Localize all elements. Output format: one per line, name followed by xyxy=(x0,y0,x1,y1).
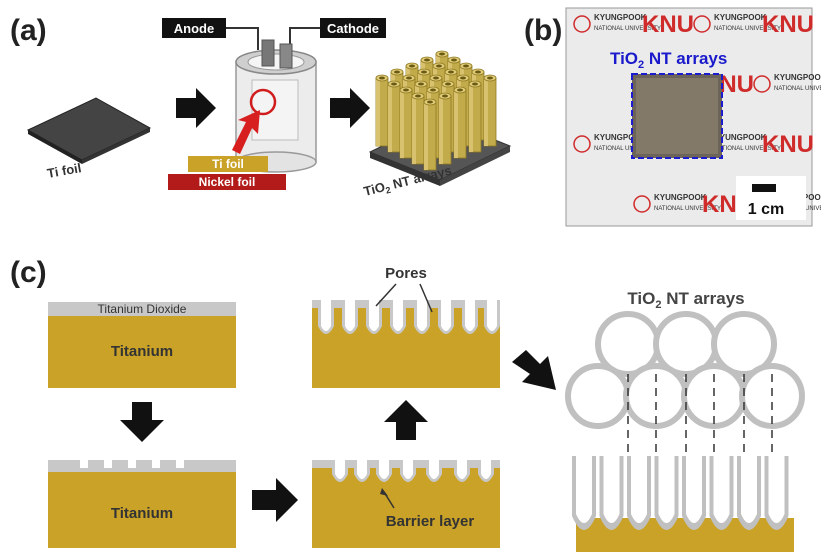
arrow-up-icon xyxy=(384,400,428,440)
knu-wordmark: KNU xyxy=(762,11,814,38)
arrow-right-icon xyxy=(330,88,370,128)
electrochemical-cell xyxy=(232,39,317,173)
university-name: KYUNGPOOK xyxy=(714,13,767,22)
oxide-layer-1 xyxy=(48,302,236,316)
cathode-label-box xyxy=(320,18,386,38)
university-name: KYUNGPOOK xyxy=(714,133,767,142)
university-name: KYUNGPOOK xyxy=(594,133,647,142)
nickel-foil-legend-bar xyxy=(168,174,286,190)
nt-arrays-illustration xyxy=(368,50,512,186)
ti-foil-label: Ti foil xyxy=(46,160,83,181)
pore xyxy=(369,299,379,331)
titanium-label-2: Titanium xyxy=(111,505,173,522)
pore xyxy=(403,459,413,479)
pore xyxy=(441,299,451,331)
nanotube-interior xyxy=(658,456,675,523)
arrow-down-icon xyxy=(120,402,164,442)
nickel-foil-legend: Nickel foil xyxy=(199,175,256,189)
nanotube-interior xyxy=(768,456,785,523)
panel-c: (c) Titanium Dioxide Titanium Titanium xyxy=(10,256,805,552)
step-4-block xyxy=(312,299,500,388)
pore xyxy=(321,299,331,331)
panel-c-label: (c) xyxy=(10,256,47,289)
red-arrow-icon xyxy=(232,110,260,154)
pore xyxy=(465,299,475,331)
titanium-block-1 xyxy=(48,316,236,388)
pore xyxy=(417,299,427,331)
university-name: KYUNGPOOK xyxy=(594,13,647,22)
nanotube-interior xyxy=(686,456,702,523)
titanium-label-1: Titanium xyxy=(111,343,173,360)
step-2-block xyxy=(48,460,236,548)
scale-box xyxy=(736,176,806,220)
panel-a: (a) Ti foil Anode Cathode xyxy=(10,14,512,199)
university-subname: NATIONAL UNIVERSITY xyxy=(594,26,661,32)
arrow-diagonal-icon xyxy=(512,350,556,390)
nanotube xyxy=(411,92,425,165)
nanotube-interior xyxy=(713,456,730,523)
cathode-label: Cathode xyxy=(327,21,379,36)
university-subname: NATIONAL UNIVERSITY xyxy=(714,146,781,152)
knu-wordmark: KNU xyxy=(642,11,694,38)
final-nt-structure xyxy=(565,311,805,552)
knu-wordmark: KNU xyxy=(762,131,814,158)
university-name: KYUNGPOOK xyxy=(774,73,821,82)
ti-foil-legend: Ti foil xyxy=(212,157,244,171)
scale-bar xyxy=(752,184,776,192)
nanotube xyxy=(453,86,467,159)
pore xyxy=(393,299,403,331)
pore xyxy=(335,459,345,479)
scale-bar-label: 1 cm xyxy=(748,201,784,218)
final-title: TiO2 NT arrays xyxy=(627,289,744,311)
sample-surface xyxy=(636,78,718,154)
arrow-right-icon xyxy=(176,88,216,128)
arrow-right-icon xyxy=(252,478,298,522)
step-3-block xyxy=(312,459,500,548)
nanotube xyxy=(399,86,413,159)
highlight-circle xyxy=(249,88,277,116)
nanotube-interior xyxy=(741,456,757,523)
nanotube xyxy=(468,80,482,153)
pore xyxy=(487,299,497,331)
university-subname: NATIONAL UNIVERSITY xyxy=(714,26,781,32)
barrier-layer-label: Barrier layer xyxy=(386,513,475,530)
pore xyxy=(345,299,355,331)
panel-a-label: (a) xyxy=(10,14,47,47)
ti-foil-illustration xyxy=(26,97,152,164)
oxide-label: Titanium Dioxide xyxy=(98,302,187,316)
university-subname: NATIONAL UNIVERSITY xyxy=(594,146,661,152)
ti-foil-legend-bar xyxy=(188,156,268,172)
panel-b-label: (b) xyxy=(524,14,562,47)
university-name: KYUNGPOOK xyxy=(654,193,707,202)
nanotube-interior xyxy=(631,456,647,523)
pore xyxy=(357,459,367,479)
nanotube xyxy=(375,74,389,147)
anode-label-box xyxy=(162,18,226,38)
nanotube-cross-section xyxy=(565,363,631,429)
pore xyxy=(481,459,491,479)
nanotube xyxy=(438,92,452,165)
nanotube-interior xyxy=(603,456,620,523)
university-subname: NATIONAL UNIVERSITY xyxy=(774,86,821,92)
nanotube xyxy=(387,80,401,153)
anode-label: Anode xyxy=(174,21,214,36)
nanotube-interior xyxy=(576,456,592,523)
pore xyxy=(429,459,439,479)
pore xyxy=(457,459,467,479)
nanotube xyxy=(483,74,497,147)
panel-b-title: TiO2 NT arrays xyxy=(610,49,727,71)
nanotube xyxy=(423,98,437,171)
pores-label: Pores xyxy=(385,265,427,282)
university-subname: NATIONAL UNIVERSITY xyxy=(654,206,721,212)
pore xyxy=(379,459,389,479)
